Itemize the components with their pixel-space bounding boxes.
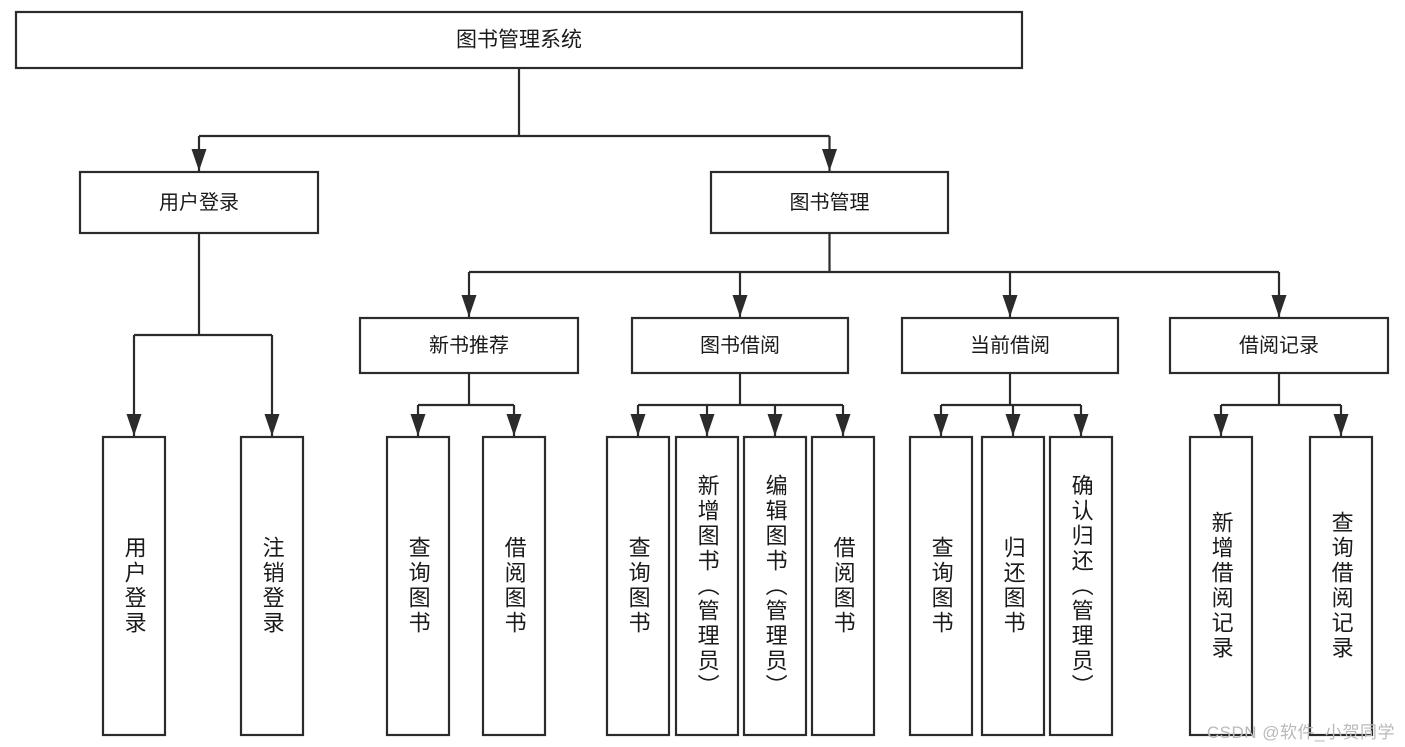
level2-node-box-0[interactable]: [358, 316, 580, 375]
arrow-head-icon: [699, 414, 715, 436]
arrow-head-icon: [933, 414, 949, 436]
leaf-node-box-9[interactable]: [980, 435, 1046, 737]
level1-node-box-1-label: 图书管理: [790, 191, 870, 214]
node-boxes: [14, 10, 1390, 737]
leaf-node-box-1[interactable]: [239, 435, 305, 737]
arrow-head-icon: [191, 149, 207, 171]
leaf-node-box-4[interactable]: [605, 435, 671, 737]
leaf-node-box-8[interactable]: [908, 435, 974, 737]
level1-node-box-1[interactable]: [709, 170, 950, 235]
arrow-head-icon: [630, 414, 646, 436]
level2-node-box-3[interactable]: [1168, 316, 1390, 375]
leaf-node-box-12[interactable]: [1308, 435, 1374, 737]
arrow-head-icon: [264, 414, 280, 436]
arrow-head-icon: [822, 149, 837, 171]
leaf-node-box-5[interactable]: [674, 435, 740, 737]
arrow-head-icon: [410, 414, 426, 436]
arrow-head-icon: [461, 295, 477, 317]
arrow-head-icon: [767, 414, 783, 436]
watermark-text: CSDN @软件_小贺同学: [1206, 723, 1395, 742]
level2-node-box-2-label: 当前借阅: [970, 334, 1050, 357]
arrow-head-icon: [835, 414, 851, 436]
leaf-node-box-0[interactable]: [101, 435, 167, 737]
leaf-node-box-11[interactable]: [1188, 435, 1254, 737]
arrow-head-icon: [732, 295, 748, 317]
leaf-node-box-2[interactable]: [385, 435, 451, 737]
leaf-node-box-6[interactable]: [742, 435, 808, 737]
leaf-node-box-3[interactable]: [481, 435, 547, 737]
arrow-head-icon: [126, 414, 142, 436]
arrow-head-icon: [1073, 414, 1089, 436]
arrow-head-icon: [506, 414, 522, 436]
root-node-box-label: 图书管理系统: [456, 29, 582, 52]
level2-node-box-2[interactable]: [900, 316, 1120, 375]
level1-node-box-0[interactable]: [78, 170, 320, 235]
arrow-head-icon: [1333, 414, 1349, 436]
level2-node-box-1[interactable]: [630, 316, 850, 375]
arrow-head-icon: [1002, 295, 1018, 317]
connector-lines: [126, 68, 1349, 436]
level2-node-box-3-label: 借阅记录: [1239, 334, 1319, 357]
arrow-head-icon: [1005, 414, 1021, 436]
root-node-box[interactable]: [14, 10, 1024, 70]
level2-node-box-1-label: 图书借阅: [700, 334, 780, 357]
arrow-head-icon: [1271, 295, 1287, 317]
arrow-head-icon: [1213, 414, 1229, 436]
leaf-node-box-7[interactable]: [810, 435, 876, 737]
leaf-node-box-10[interactable]: [1048, 435, 1114, 737]
level1-node-box-0-label: 用户登录: [159, 191, 239, 214]
level2-node-box-0-label: 新书推荐: [429, 334, 509, 357]
